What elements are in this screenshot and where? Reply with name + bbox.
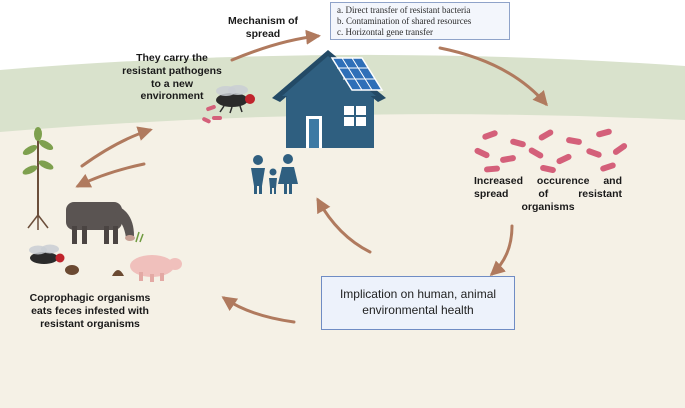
carry-label: They carry the resistant pathogens to a … [122,52,222,103]
arrow-right-down [489,224,514,277]
arrow-bottom-left [221,296,296,324]
cow-icon [66,202,144,244]
bacteria-icon [474,128,628,174]
implication-text: Implication on human, animal environment… [339,287,497,317]
mechanism-box: a. Direct transfer of resistant bacteria… [330,2,510,40]
feces-icon [65,265,124,276]
family-icon [251,154,298,194]
mechanism-item-b: b. Contamination of shared resources [337,16,472,26]
implication-box: Implication on human, animal environment… [321,276,515,330]
fly-icon [29,244,65,264]
arrow-center-up [316,197,372,254]
mechanism-title: Mechanism of spread [227,15,298,40]
coprophagic-label: Coprophagic organisms eats feces infeste… [29,292,151,330]
arrow-left-up2 [80,126,153,168]
mechanism-item-a: a. Direct transfer of resistant bacteria [337,5,471,15]
mechanism-item-c: c. Horizontal gene transfer [337,27,433,37]
cycle-arrows [75,29,548,324]
pig-icon [130,255,182,282]
arrow-left-up [75,162,146,188]
increase-label: Increased occurence and spread of resist… [474,175,622,213]
plant-icon [22,127,54,230]
solar-panel-icon [330,57,384,91]
arrow-top [230,29,321,62]
arrow-top-right [438,46,548,107]
fly-icon [202,85,255,124]
